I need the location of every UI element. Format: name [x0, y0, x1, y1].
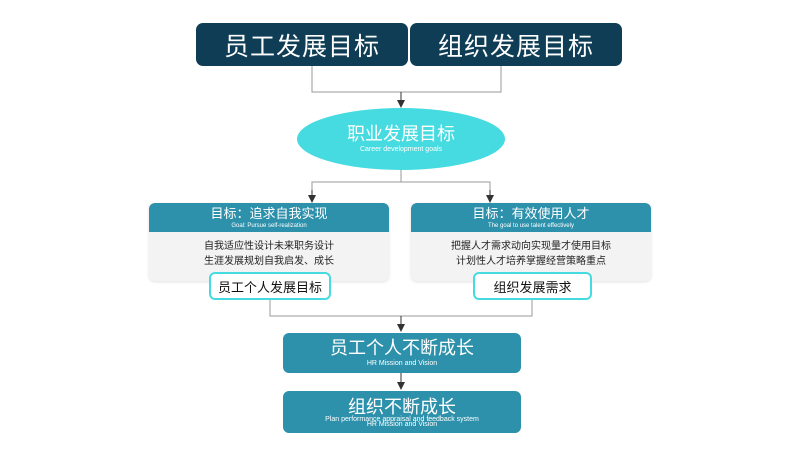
organization-goal-box: 组织发展目标 [410, 23, 622, 66]
organization-growth-title: 组织不断成长 [348, 397, 456, 417]
organization-growth-subtitle: Plan performance appraisal and feedback … [325, 416, 479, 423]
organization-needs-pill: 组织发展需求 [473, 272, 592, 300]
organization-growth-subtitle-2: HR Mission and Vision [366, 421, 438, 428]
personal-growth-box: 员工个人不断成长 HR Mission and Vision [283, 333, 521, 373]
organization-needs-label: 组织发展需求 [493, 279, 572, 295]
career-goal-ellipse: 职业发展目标 Career development goals [297, 108, 505, 170]
self-realization-body: 自我适应性设计未来职务设计 生涯发展规划自我启发、成长 [149, 239, 389, 269]
self-realization-header: 目标：追求自我实现 Goal: Pursue self-realization [149, 203, 389, 232]
career-goal-title: 职业发展目标 [347, 124, 455, 144]
personal-growth-title: 员工个人不断成长 [330, 338, 474, 358]
organization-growth-subtitle-group: Plan performance appraisal and feedback … [283, 416, 521, 428]
talent-usage-body: 把握人才需求动向实现量才使用目标 计划性人才培养掌握经营策略重点 [411, 239, 651, 269]
organization-growth-box: 组织不断成长 Plan performance appraisal and fe… [283, 391, 521, 433]
employee-goal-box: 员工发展目标 [196, 23, 408, 66]
talent-usage-line-1: 把握人才需求动向实现量才使用目标 [451, 241, 611, 252]
employee-goal-label: 员工发展目标 [223, 32, 380, 61]
self-realization-subtitle: Goal: Pursue self-realization [231, 222, 307, 229]
employee-development-label: 员工个人发展目标 [217, 279, 322, 295]
talent-usage-title: 目标：有效使用人才 [472, 205, 590, 221]
talent-usage-line-2: 计划性人才培养掌握经营策略重点 [456, 256, 606, 267]
talent-usage-header: 目标：有效使用人才 The goal to use talent effecti… [411, 203, 651, 232]
self-realization-title: 目标：追求自我实现 [210, 205, 328, 221]
employee-development-pill: 员工个人发展目标 [209, 272, 331, 300]
organization-goal-label: 组织发展目标 [437, 32, 594, 61]
talent-usage-subtitle: The goal to use talent effectively [488, 222, 574, 229]
career-goal-subtitle: Career development goals [359, 146, 443, 153]
personal-growth-subtitle: HR Mission and Vision [366, 360, 438, 367]
self-realization-line-2: 生涯发展规划自我启发、成长 [204, 256, 334, 267]
talent-usage-panel: 目标：有效使用人才 The goal to use talent effecti… [411, 203, 651, 281]
self-realization-panel: 目标：追求自我实现 Goal: Pursue self-realization … [149, 203, 389, 281]
self-realization-line-1: 自我适应性设计未来职务设计 [204, 241, 334, 252]
